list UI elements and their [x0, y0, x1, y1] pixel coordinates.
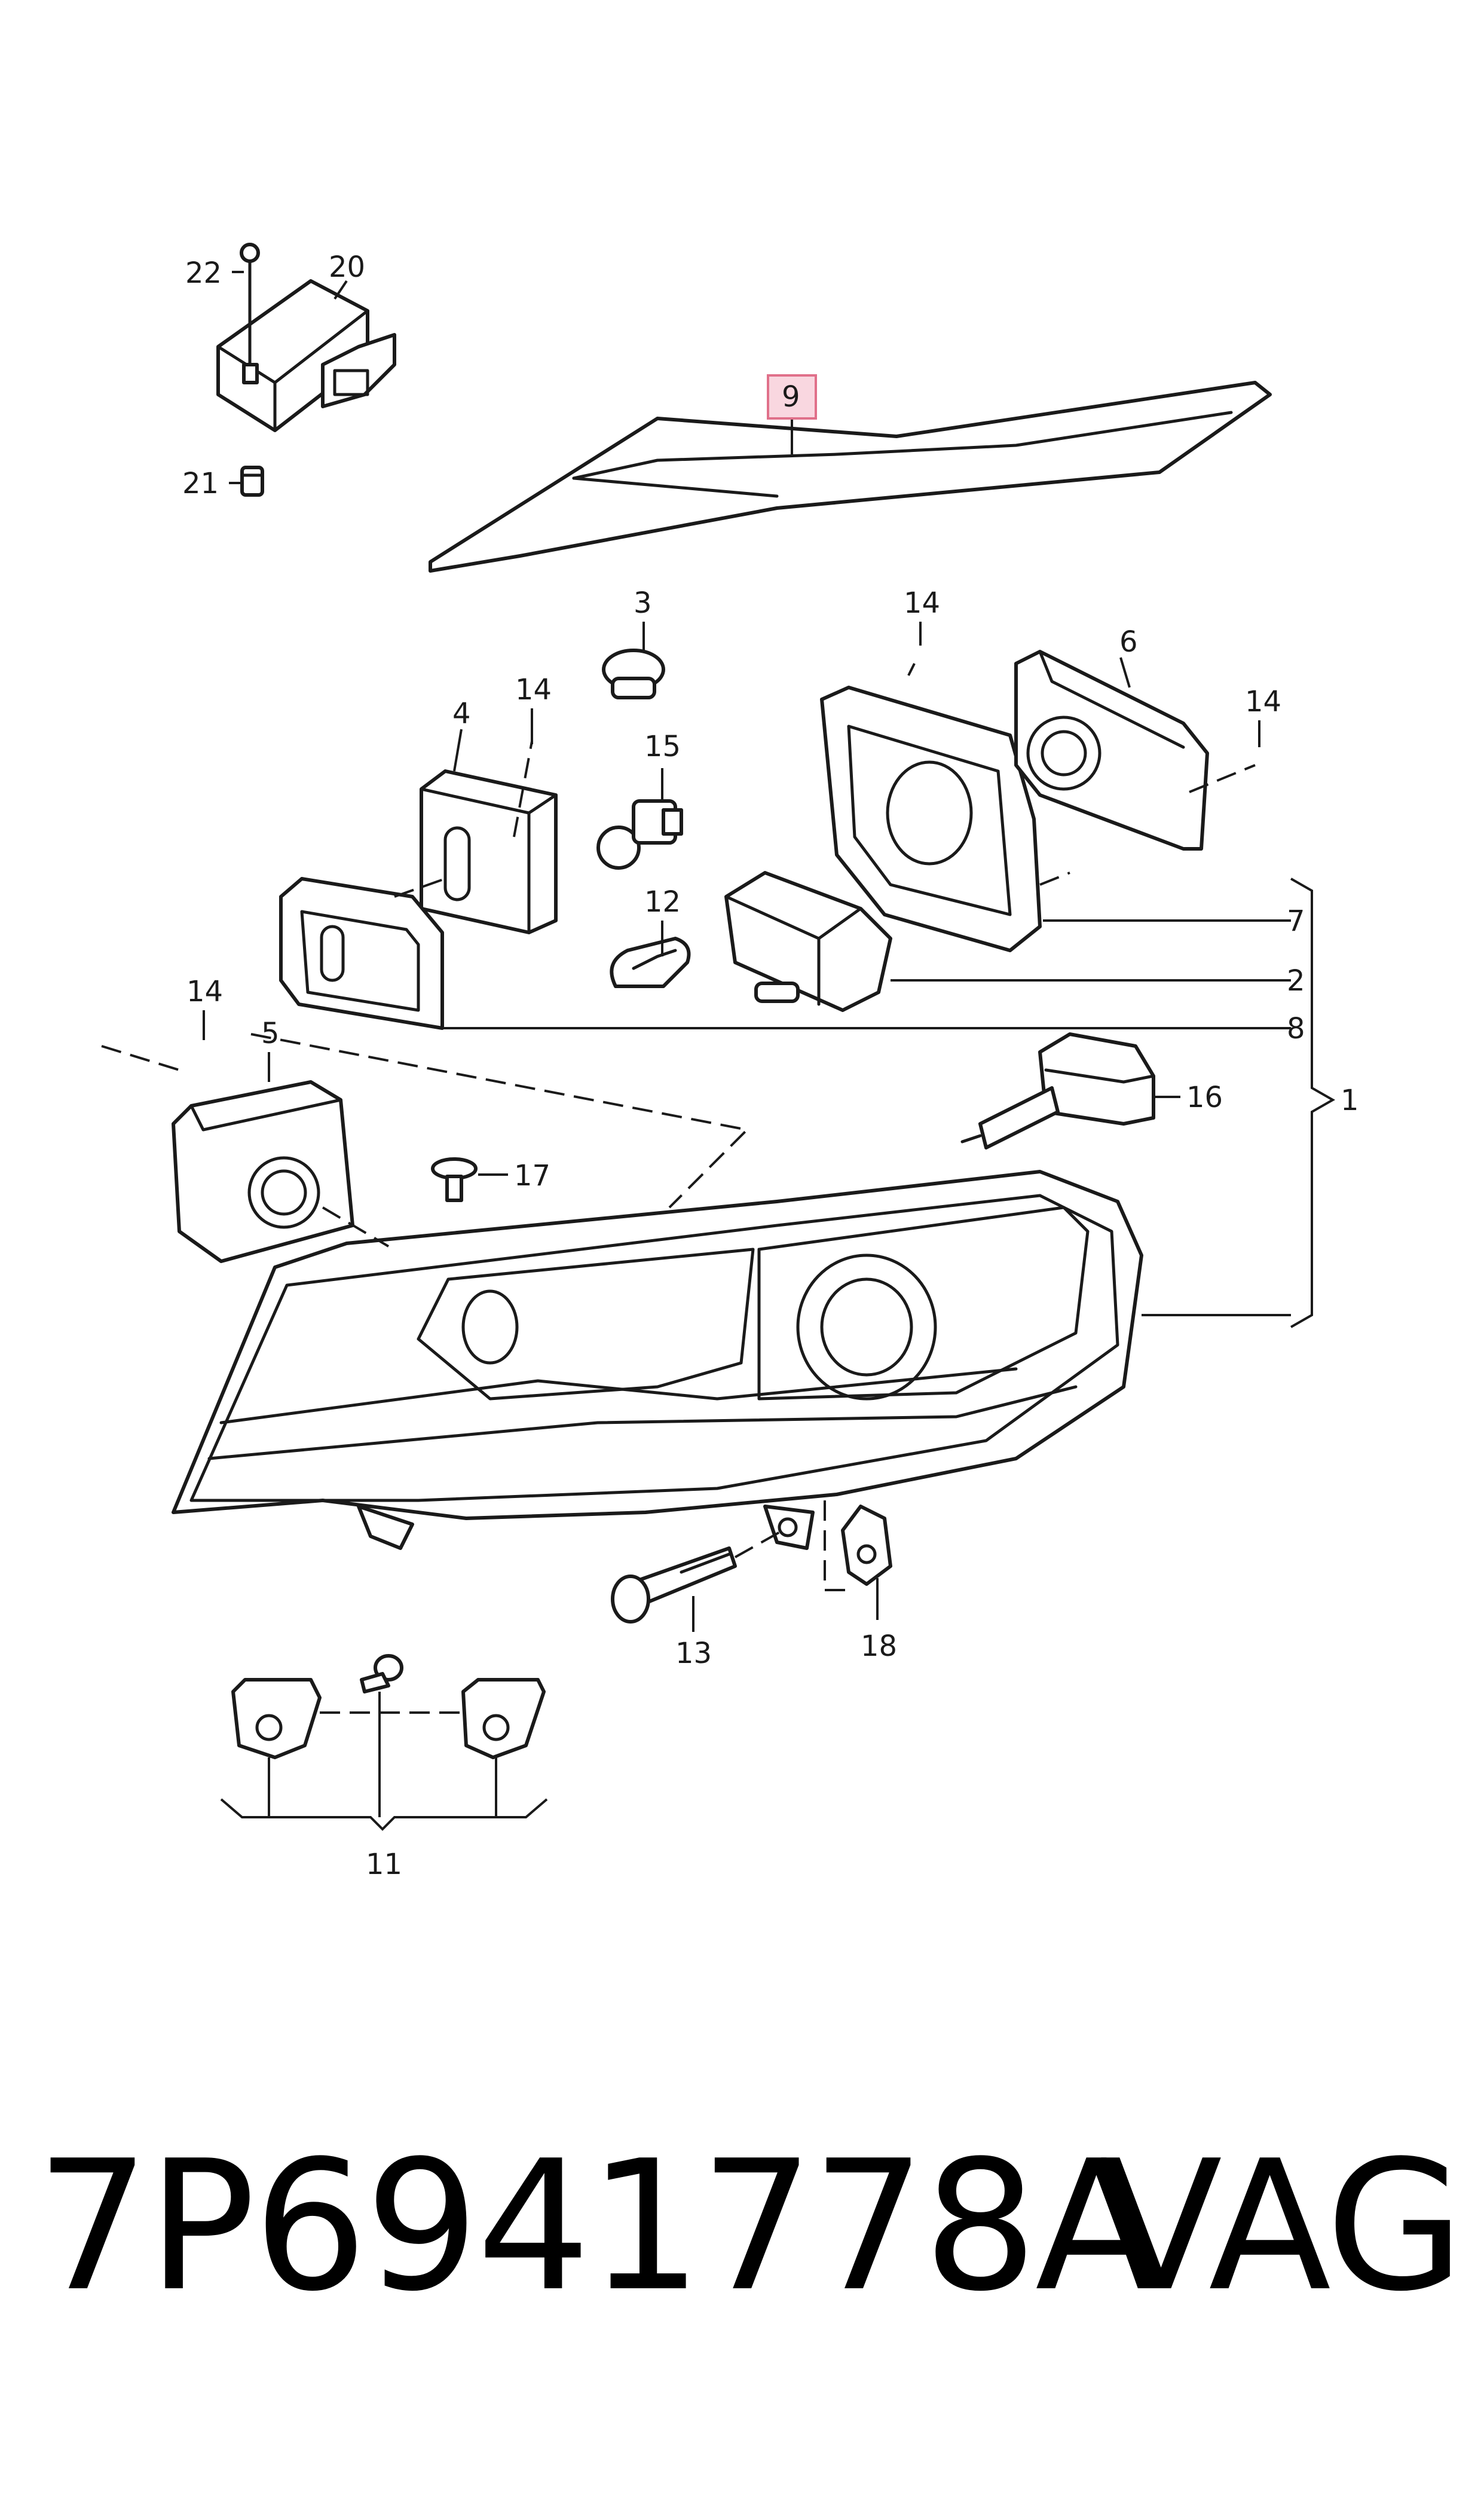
part-bolt-13	[611, 1546, 737, 1624]
callout-20: 20	[329, 250, 365, 284]
callout-14-mid: 14	[515, 673, 552, 707]
part-motor-2	[724, 871, 892, 1012]
part-number-text: 7P6941778A	[36, 2122, 1158, 2331]
part-clip-21	[240, 466, 264, 497]
callout-14-right: 14	[1245, 685, 1281, 719]
callout-6: 6	[1119, 625, 1138, 659]
part-bulb-15	[596, 799, 683, 870]
callout-14-top: 14	[904, 586, 940, 620]
callout-5: 5	[261, 1017, 280, 1050]
callout-8: 8	[1287, 1012, 1305, 1045]
part-frame-7	[820, 686, 1042, 952]
part-clip-18	[841, 1505, 892, 1586]
callout-9: 9	[782, 380, 800, 414]
callout-18: 18	[861, 1630, 897, 1663]
callout-9-highlight	[767, 374, 817, 420]
callout-22: 22	[185, 256, 222, 290]
callout-12: 12	[644, 885, 681, 919]
callout-11: 11	[366, 1848, 402, 1881]
part-cap-3	[602, 649, 665, 699]
callout-1: 1	[1341, 1084, 1359, 1117]
part-headlight-1	[172, 1170, 1143, 1550]
part-bulb-12	[610, 937, 691, 988]
part-brackets-11	[231, 1654, 546, 1759]
callout-4: 4	[452, 697, 471, 730]
callout-2: 2	[1287, 964, 1305, 998]
part-control-unit-20	[216, 279, 396, 432]
part-gasket-8	[279, 877, 444, 1030]
brand-text: VAG	[1100, 2122, 1464, 2331]
part-module-6	[1014, 650, 1209, 851]
part-ballast-5	[172, 1080, 354, 1263]
callout-17: 17	[514, 1159, 550, 1193]
callout-21: 21	[182, 467, 219, 500]
leader-lines	[203, 271, 1336, 1831]
callout-13: 13	[675, 1637, 712, 1670]
callout-7: 7	[1287, 904, 1305, 938]
part-control-housing-4	[420, 769, 558, 934]
part-number-footer: 7P6941778A VAG	[36, 2122, 1464, 2331]
callout-14-left: 14	[186, 975, 223, 1008]
callout-3: 3	[634, 586, 652, 620]
assembly-dash-lines	[101, 663, 1256, 1714]
part-trim-strip-9	[429, 381, 1272, 573]
part-screw-22	[240, 243, 260, 384]
callout-labels: 22 20 21 9 3 14 6 14 14 4 15 12 7 2 8 14…	[182, 250, 1359, 1881]
part-screw-17	[431, 1157, 478, 1202]
callout-15: 15	[644, 730, 681, 763]
callout-16: 16	[1186, 1081, 1223, 1114]
part-xenon-bulb-16	[960, 1032, 1155, 1150]
